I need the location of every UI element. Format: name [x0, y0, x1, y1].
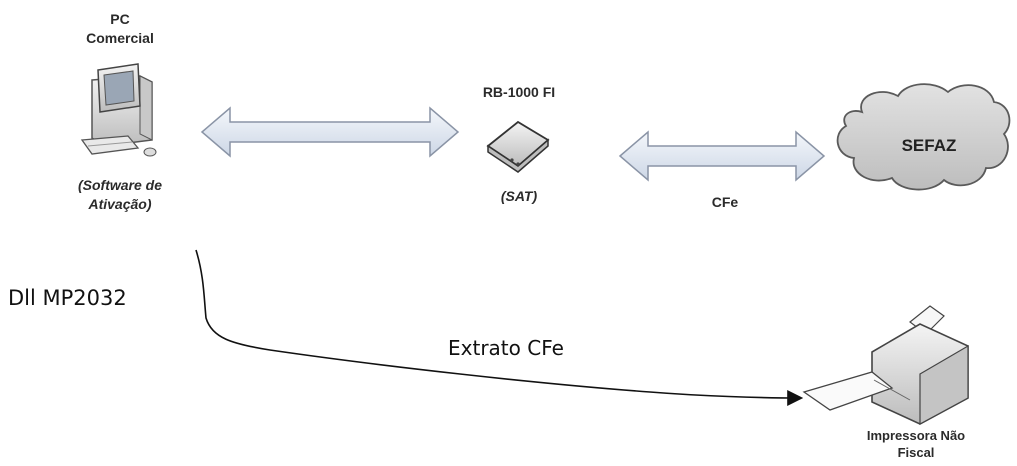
pc-printer-label: Extrato CFe — [448, 336, 564, 360]
sat-subtitle: (SAT) — [500, 188, 538, 204]
sat-title: RB-1000 FI — [482, 84, 556, 100]
pc-subtitle: (Software de Ativação) — [62, 176, 178, 214]
computer-icon — [80, 63, 157, 157]
printer-icon — [802, 305, 969, 426]
sat-device-icon — [486, 120, 550, 173]
pc-subtitle-line1: (Software de — [77, 177, 162, 193]
sefaz-label: SEFAZ — [901, 136, 957, 155]
pc-printer-connector — [195, 249, 804, 406]
printer-label-line2: Fiscal — [897, 445, 935, 460]
pc-title-line1: PC — [110, 11, 130, 27]
sefaz-cloud — [836, 83, 1011, 191]
sat-sefaz-label: CFe — [711, 194, 739, 210]
printer-label: Impressora Não Fiscal — [846, 427, 986, 461]
pc-title: PC Comercial — [80, 10, 160, 48]
pc-subtitle-line2: Ativação) — [88, 196, 152, 212]
dll-annotation: Dll MP2032 — [8, 286, 127, 310]
sat-sefaz-arrow — [618, 130, 826, 182]
printer-label-line1: Impressora Não — [866, 428, 966, 443]
pc-title-line2: Comercial — [86, 30, 154, 46]
pc-sat-arrow — [200, 106, 460, 158]
